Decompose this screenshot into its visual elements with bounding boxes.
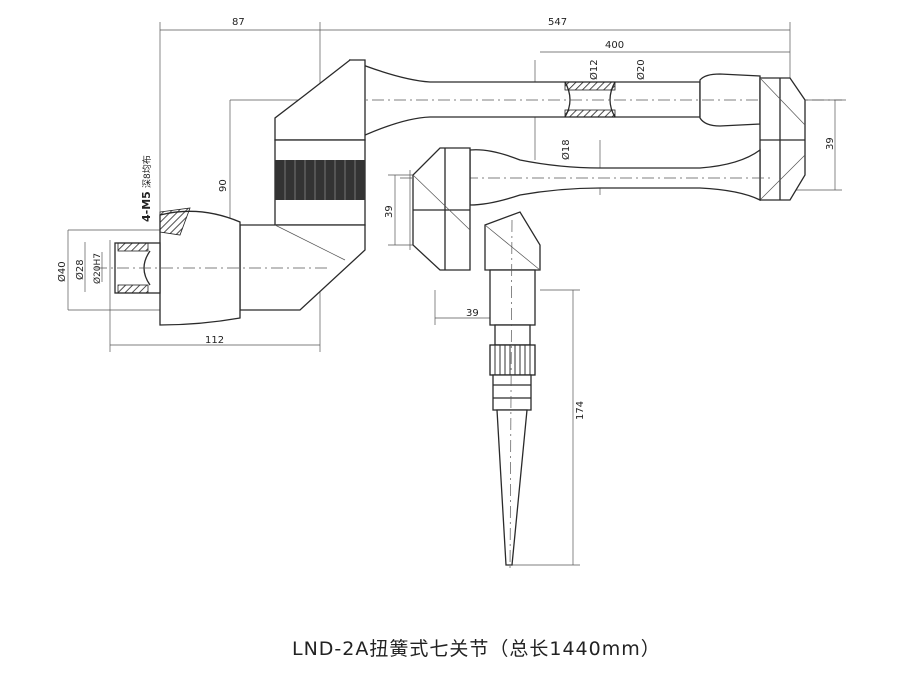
base-flange: [95, 207, 330, 326]
dim-39-right: 39: [825, 137, 836, 150]
thread-note: 4-M5: [140, 191, 153, 222]
dim-174: 174: [575, 401, 586, 420]
dim-39-left: 39: [384, 205, 395, 218]
middle-joint: [412, 147, 471, 271]
dim-90: 90: [218, 179, 229, 192]
dim-phi20: Ø20: [635, 59, 647, 80]
drawing-title: LND-2A扭簧式七关节（总长1440mm）: [292, 638, 661, 660]
dimension-lines: [67, 22, 842, 566]
nozzle-assembly: [484, 211, 541, 571]
dim-87: 87: [232, 17, 245, 28]
upper-arm: [349, 59, 850, 144]
thread-detail-note: 深8均布: [141, 155, 153, 188]
dim-phi20h7: Ø20H7: [92, 253, 103, 284]
dim-400: 400: [605, 40, 624, 51]
right-joint: [759, 77, 806, 201]
dim-112: 112: [205, 335, 224, 346]
dim-phi12: Ø12: [588, 59, 600, 80]
dim-phi18: Ø18: [560, 139, 572, 160]
dim-547: 547: [548, 17, 567, 28]
dim-phi40: Ø40: [56, 261, 68, 282]
dim-39-bottom: 39: [466, 308, 479, 319]
dim-phi28: Ø28: [74, 259, 86, 280]
shoulder-joint: [239, 59, 366, 311]
